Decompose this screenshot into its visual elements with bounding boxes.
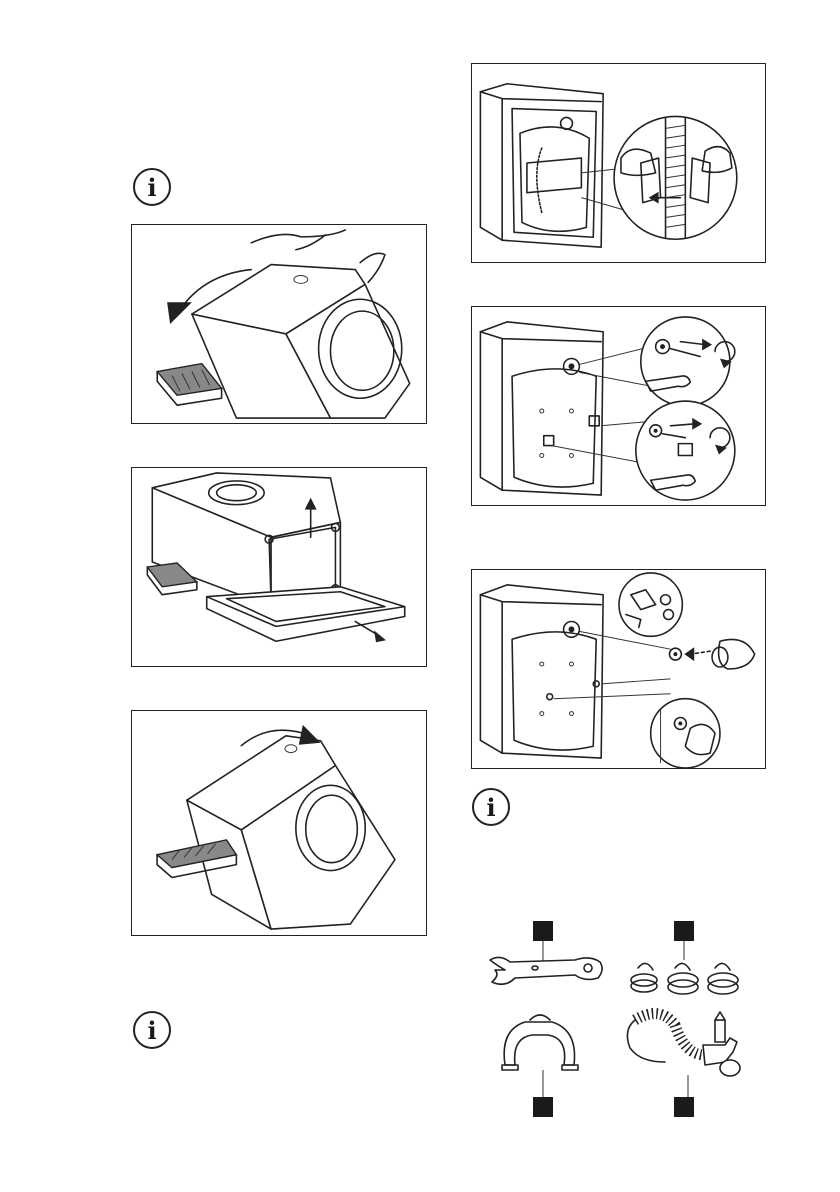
figure-remove-hose-clamp bbox=[471, 63, 766, 263]
drain-hose-icon bbox=[615, 1000, 755, 1097]
part-label-box bbox=[674, 1097, 694, 1117]
insert-plastic-caps-illustration bbox=[472, 570, 765, 768]
part-label-box bbox=[674, 921, 694, 941]
figure-tilt-machine-back bbox=[131, 224, 427, 424]
figure-remove-transit-bolts bbox=[471, 306, 766, 506]
spanner-icon bbox=[480, 940, 610, 1000]
part-label-box bbox=[533, 1097, 553, 1117]
tilt-machine-forward-illustration bbox=[132, 711, 426, 935]
info-icon: i bbox=[133, 168, 171, 206]
tilt-machine-back-illustration bbox=[132, 225, 426, 423]
info-icon: i bbox=[133, 1011, 171, 1049]
info-glyph: i bbox=[147, 173, 156, 202]
figure-tilt-machine-forward bbox=[131, 710, 427, 936]
remove-base-tray-illustration bbox=[132, 468, 426, 666]
plastic-caps-icon bbox=[620, 940, 750, 1000]
info-glyph: i bbox=[147, 1016, 156, 1045]
remove-transit-bolts-illustration bbox=[472, 307, 765, 505]
info-icon: i bbox=[472, 788, 510, 826]
figure-remove-base-tray bbox=[131, 467, 427, 667]
remove-hose-clamp-illustration bbox=[472, 64, 765, 262]
part-label-box bbox=[533, 921, 553, 941]
hose-guide-icon bbox=[490, 1000, 590, 1097]
figure-insert-plastic-caps bbox=[471, 569, 766, 769]
info-glyph: i bbox=[486, 793, 495, 822]
